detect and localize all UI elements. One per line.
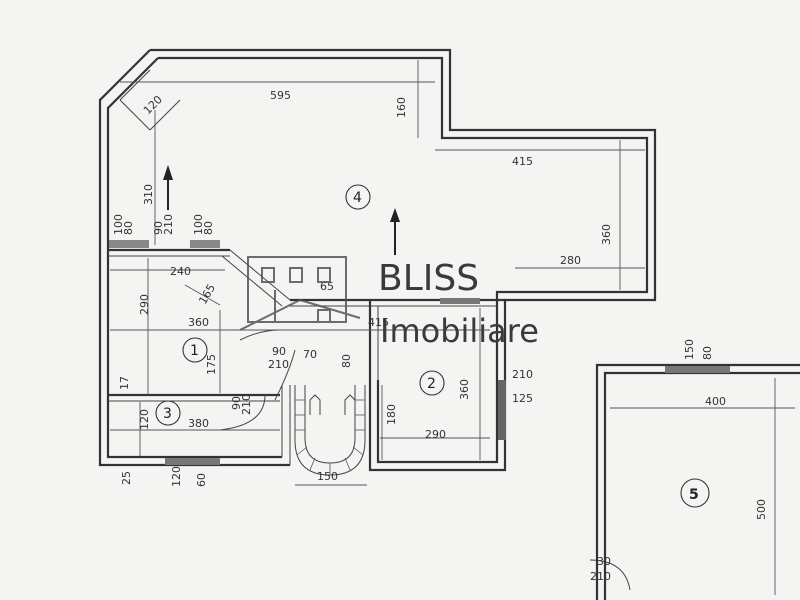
window-room3 [165, 458, 220, 465]
dim-25: 25 [120, 471, 133, 485]
dim-310: 310 [142, 184, 155, 205]
dim-210-room3-door: 210 [240, 394, 253, 415]
interior-walls [108, 248, 505, 402]
watermark-tagline: Imobiliare [380, 312, 539, 350]
room-number-1: 1 [190, 343, 199, 359]
room-number-5: 5 [689, 487, 699, 503]
room4-marker [345, 184, 371, 210]
dim-120-corner: 120 [141, 93, 165, 117]
dim-150-stair: 150 [317, 470, 338, 483]
spiral-staircase [294, 385, 366, 476]
room-number-4: 4 [353, 190, 362, 206]
dim-80-window-b: 80 [202, 221, 215, 235]
dim-80-window-a: 80 [122, 221, 135, 235]
dim-240: 240 [170, 265, 191, 278]
dim-175: 175 [205, 354, 218, 375]
dim-125: 125 [512, 392, 533, 405]
dim-360-room4: 360 [600, 224, 613, 245]
dimension-lines [110, 60, 795, 595]
exterior-walls [98, 48, 657, 472]
north-arrow-left [163, 165, 173, 210]
dim-100-window-b: 100 [192, 214, 205, 235]
dim-290-room1: 290 [138, 294, 151, 315]
dim-90-room3-door: 90 [230, 396, 243, 410]
north-arrow-room4 [390, 208, 400, 255]
dim-80-room5-window: 80 [701, 346, 714, 360]
room5-walls [595, 363, 800, 600]
dim-500: 500 [755, 499, 768, 520]
window-room2 [498, 380, 506, 440]
dim-180: 180 [385, 404, 398, 425]
dim-210-window: 210 [512, 368, 533, 381]
dim-210-stair: 210 [268, 358, 289, 371]
room5-marker [680, 478, 710, 508]
window-room4-divider [440, 298, 480, 304]
dim-160: 160 [395, 97, 408, 118]
dim-120-window-room3: 120 [170, 466, 183, 487]
dim-400: 400 [705, 395, 726, 408]
dim-280: 280 [560, 254, 581, 267]
room-number-2: 2 [427, 376, 436, 392]
bliss-logo [239, 256, 361, 331]
room2-marker [419, 370, 445, 396]
dim-65: 65 [320, 280, 334, 293]
dim-290-room2: 290 [425, 428, 446, 441]
dim-17: 17 [118, 376, 131, 390]
dim-150-room5-window: 150 [683, 339, 696, 360]
dim-60: 60 [195, 473, 208, 487]
dim-380: 380 [188, 417, 209, 430]
dim-120-room3: 120 [138, 409, 151, 430]
dim-210-door: 210 [162, 214, 175, 235]
dim-90-door: 90 [152, 221, 165, 235]
dim-415: 415 [512, 155, 533, 168]
room3-marker [155, 400, 181, 426]
dim-210-room5-door: 210 [590, 570, 611, 583]
watermark-brand: BLISS [378, 258, 479, 299]
room1-marker [182, 337, 208, 363]
dim-360-room1: 360 [188, 316, 209, 329]
window-room4-left [109, 240, 220, 248]
dim-595: 595 [270, 89, 291, 102]
dim-165: 165 [196, 282, 218, 307]
dim-100-window-a: 100 [112, 214, 125, 235]
dim-70: 70 [303, 348, 317, 361]
dim-90-stair: 90 [272, 345, 286, 358]
dim-30: 30 [597, 555, 611, 568]
dim-415-corridor: 415 [368, 316, 389, 329]
dim-80-stair: 80 [340, 354, 353, 368]
room-number-3: 3 [163, 406, 172, 422]
dim-360-room2: 360 [458, 379, 471, 400]
